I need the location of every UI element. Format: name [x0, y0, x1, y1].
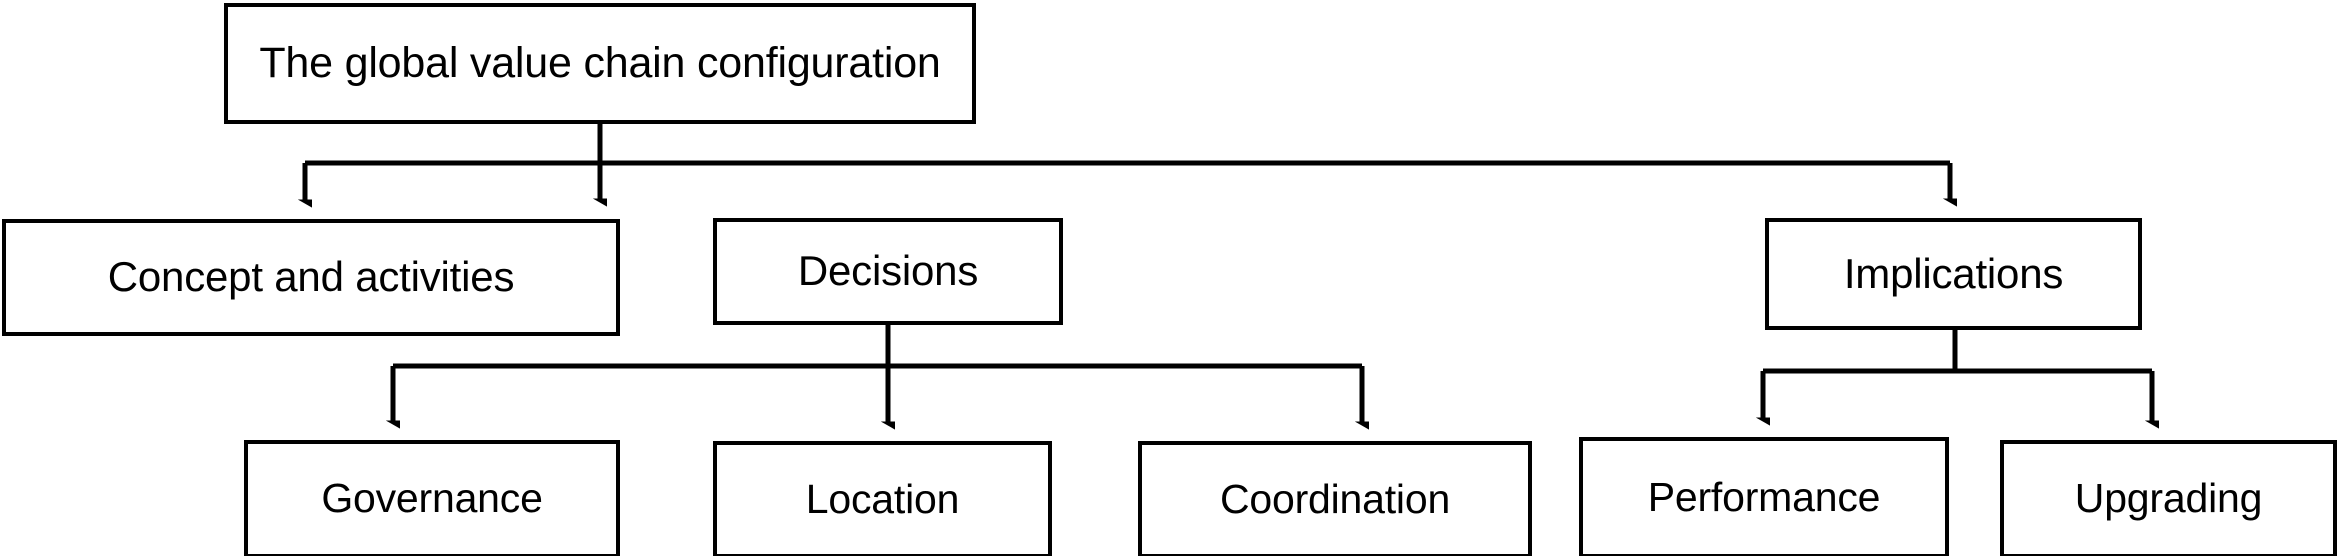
node-global-value-chain-configuration[interactable]: The global value chain configuration — [224, 3, 976, 124]
node-label: Coordination — [1219, 475, 1451, 522]
node-decisions[interactable]: Decisions — [713, 218, 1063, 325]
node-governance[interactable]: Governance — [244, 440, 620, 556]
node-location[interactable]: Location — [713, 441, 1052, 556]
node-label: Decisions — [797, 247, 979, 295]
node-concept-and-activities[interactable]: Concept and activities — [2, 219, 620, 336]
node-upgrading[interactable]: Upgrading — [2000, 440, 2337, 556]
node-implications[interactable]: Implications — [1765, 218, 2142, 330]
node-coordination[interactable]: Coordination — [1138, 441, 1532, 556]
node-label: Governance — [321, 475, 543, 522]
node-label: Performance — [1647, 473, 1881, 520]
node-label: The global value chain configuration — [259, 38, 941, 87]
node-label: Implications — [1843, 249, 2064, 297]
node-label: Concept and activities — [107, 253, 515, 301]
node-label: Location — [805, 475, 960, 522]
node-label: Upgrading — [2074, 475, 2263, 522]
node-performance[interactable]: Performance — [1579, 437, 1949, 556]
